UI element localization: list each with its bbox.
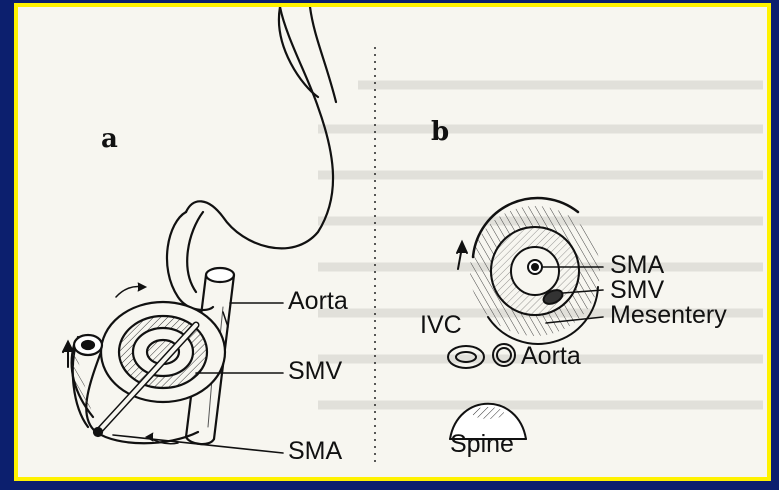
label-b-sma: SMA bbox=[610, 253, 664, 278]
volvulus-illustration bbox=[18, 7, 767, 477]
duodenum bbox=[167, 212, 213, 310]
label-b-ivc: IVC bbox=[420, 313, 462, 338]
label-aorta: Aorta bbox=[288, 289, 348, 314]
label-b-aorta: Aorta bbox=[521, 344, 581, 369]
label-b-spine: Spine bbox=[450, 432, 514, 457]
panel-b-letter: b bbox=[431, 119, 449, 145]
label-b-mesentery: Mesentery bbox=[610, 303, 727, 328]
panel-a-drawing bbox=[63, 7, 336, 453]
label-b-smv: SMV bbox=[610, 278, 664, 303]
stomach-outline bbox=[186, 7, 333, 248]
label-smv: SMV bbox=[288, 359, 342, 384]
label-sma: SMA bbox=[288, 439, 342, 464]
panel-a-letter: a bbox=[101, 126, 118, 152]
figure-frame: a b Aorta SMV SMA SMA SMV Mesentery IVC … bbox=[14, 3, 771, 481]
